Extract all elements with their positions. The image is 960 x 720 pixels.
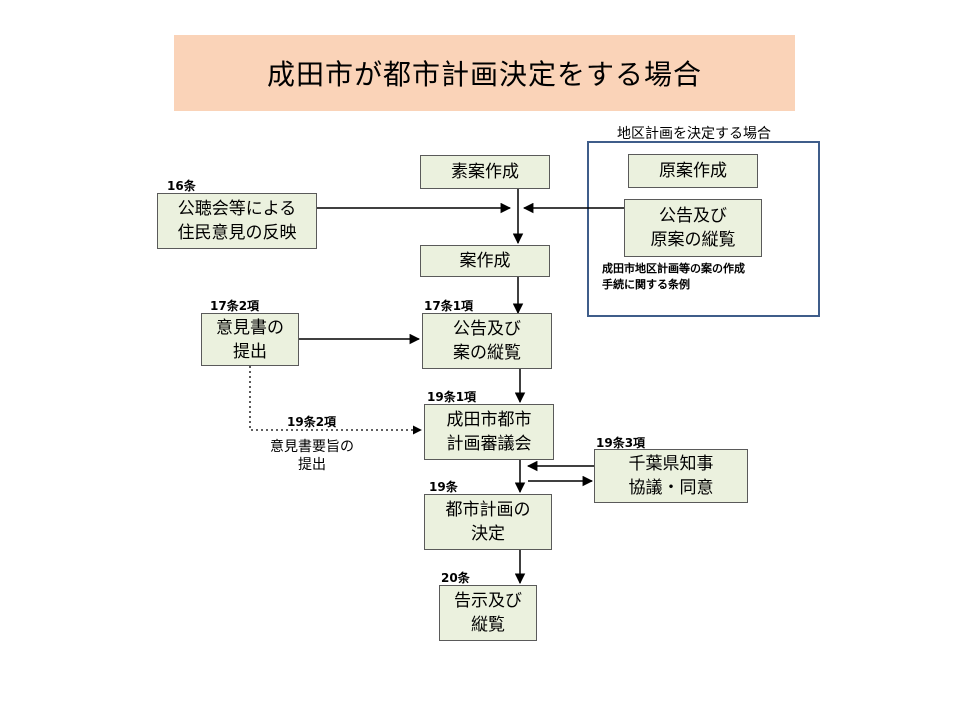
box-kokuji-juran: 告示及び 縦覧 <box>439 585 537 641</box>
box-kochokai: 公聴会等による 住民意見の反映 <box>157 193 317 249</box>
label-art16: 16条 <box>167 179 196 193</box>
label-art19-1: 19条1項 <box>427 390 477 404</box>
box-chiji-kyogi: 千葉県知事 協議・同意 <box>594 449 748 503</box>
label-art19-2: 19条2項 <box>287 415 337 429</box>
district-plan-frame <box>587 141 820 317</box>
box-shingikai: 成田市都市 計画審議会 <box>424 404 554 460</box>
label-art17-1: 17条1項 <box>424 299 474 313</box>
district-plan-title: 地区計画を決定する場合 <box>617 126 771 142</box>
dotted-arrow-note: 意見書要旨の 提出 <box>270 439 354 473</box>
label-art19: 19条 <box>429 480 458 494</box>
box-ikensho-teishutsu: 意見書の 提出 <box>201 313 299 366</box>
box-toshikeikaku-kettei: 都市計画の 決定 <box>424 494 552 550</box>
box-soan-sakusei: 素案作成 <box>420 155 550 189</box>
arrow-dotted-ikensho-to-shingikai <box>249 366 422 435</box>
label-art19-3: 19条3項 <box>596 436 646 450</box>
district-plan-ordinance-note: 成田市地区計画等の案の作成 手続に関する条例 <box>602 262 745 291</box>
box-kokoku-genan-juran: 公告及び 原案の縦覧 <box>624 199 762 257</box>
label-art20: 20条 <box>441 571 470 585</box>
label-art17-2: 17条2項 <box>210 299 260 313</box>
box-kokoku-an-jurankan: 公告及び 案の縦覧 <box>422 313 552 369</box>
box-genan-sakusei: 原案作成 <box>628 154 758 188</box>
page-title: 成田市が都市計画決定をする場合 <box>174 35 795 111</box>
box-an-sakusei: 案作成 <box>420 245 550 277</box>
